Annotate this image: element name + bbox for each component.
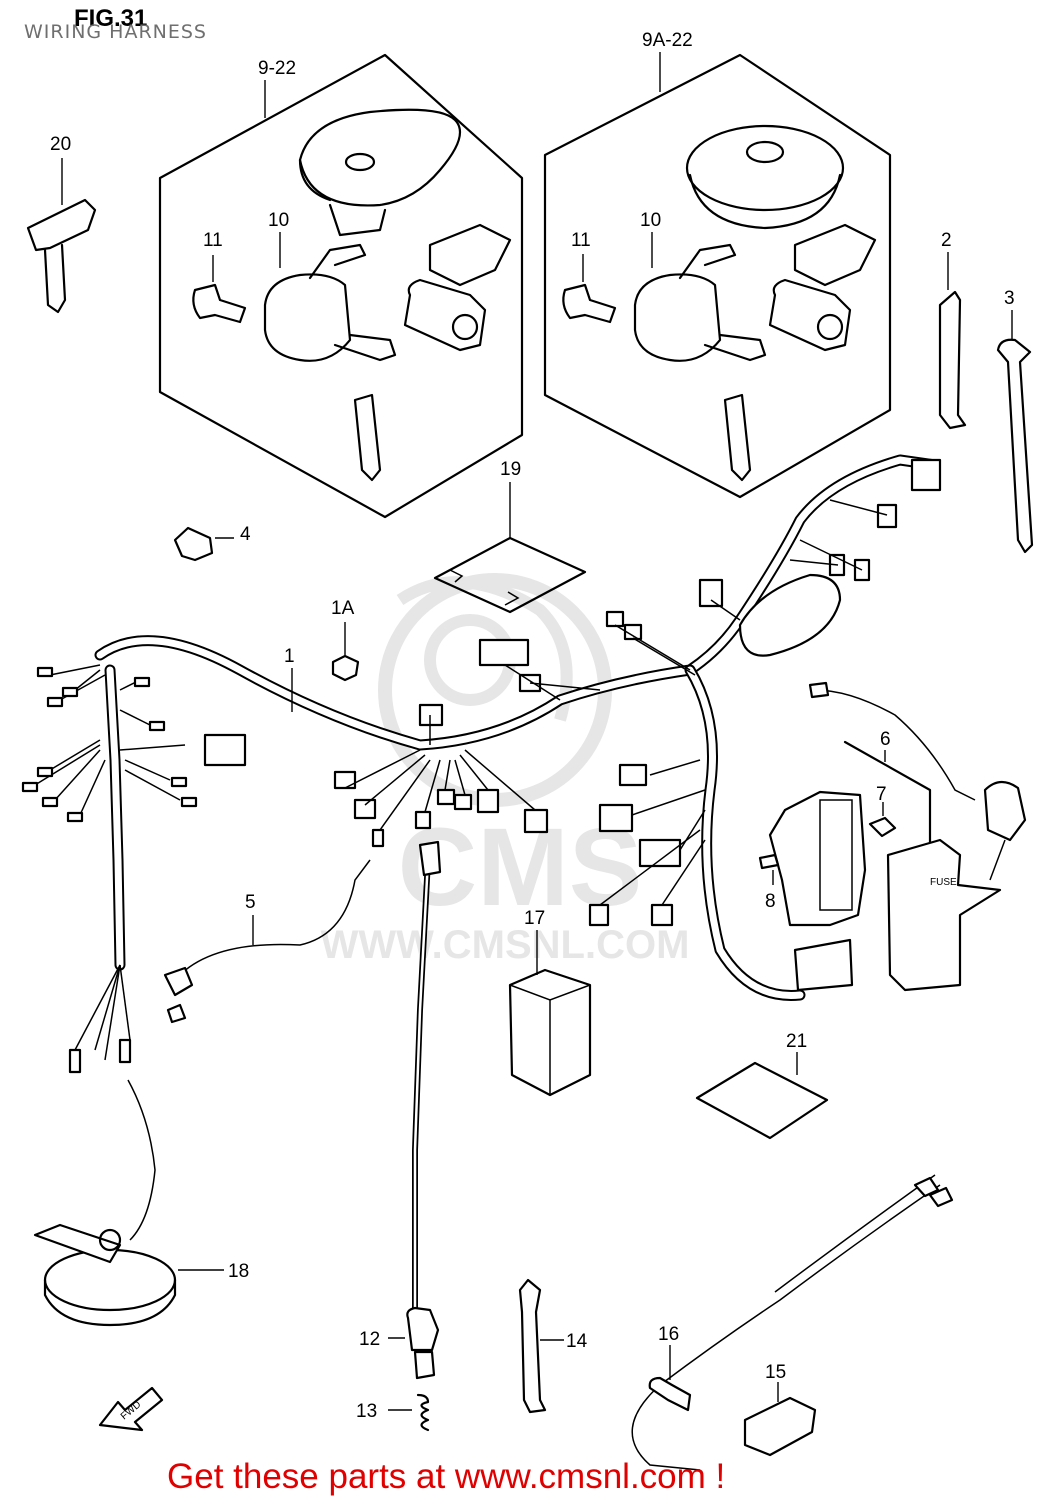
label-16: 16	[658, 1324, 679, 1345]
fuse-box-icon[interactable]: FUSE	[758, 681, 1027, 992]
seat-lock-icon	[768, 223, 877, 352]
label-20: 20	[50, 134, 71, 155]
cable-switch-icon[interactable]	[631, 1174, 954, 1471]
main-harness[interactable]	[21, 454, 942, 1074]
label-14: 14	[566, 1331, 588, 1352]
label-11-right: 11	[571, 230, 591, 251]
forward-arrow-icon: FWD	[98, 1386, 164, 1432]
label-15: 15	[765, 1362, 786, 1383]
label-21: 21	[786, 1031, 807, 1052]
lock-set-left[interactable]: 9-22 11 10	[158, 53, 524, 519]
clamp-icon[interactable]	[938, 252, 967, 430]
sheet-icon[interactable]	[695, 1052, 829, 1140]
relay-icon[interactable]	[508, 930, 592, 1097]
label-10-right: 10	[640, 210, 661, 231]
label-4: 4	[240, 524, 251, 545]
fuse-icon[interactable]	[331, 622, 360, 682]
footer-link[interactable]: Get these parts at www.cmsnl.com !	[167, 1457, 725, 1496]
lock-set-right[interactable]: 9A-22 11 10	[543, 30, 892, 499]
diagram-title: WIRING HARNESS	[24, 21, 207, 43]
bolt-icon	[192, 255, 247, 324]
cable-tie-icon[interactable]	[996, 310, 1034, 554]
label-17: 17	[524, 908, 545, 929]
label-10-left: 10	[268, 210, 289, 231]
label-1: 1	[284, 646, 295, 667]
sheet-icon[interactable]	[433, 482, 587, 614]
label-8: 8	[765, 891, 776, 912]
bracket-icon[interactable]	[518, 1278, 564, 1414]
label-11-left: 11	[203, 230, 223, 251]
ignition-switch-icon	[263, 232, 397, 482]
ignition-switch-icon	[633, 232, 767, 482]
watermark-url: WWW.CMSNL.COM	[321, 923, 690, 967]
bolt-icon	[562, 254, 617, 324]
key-icon[interactable]	[26, 158, 97, 314]
figure-number: FIG.31	[74, 5, 147, 32]
clip-icon[interactable]	[173, 526, 234, 562]
seat-lock-icon	[403, 223, 512, 352]
label-5: 5	[245, 892, 256, 913]
label-1a: 1A	[331, 598, 355, 619]
lock-set-right-label: 9A-22	[642, 30, 693, 51]
lock-set-left-label: 9-22	[258, 58, 296, 79]
switch-lead-icon[interactable]	[388, 840, 442, 1432]
fuel-cap-icon	[685, 124, 845, 230]
label-2: 2	[941, 230, 952, 251]
fuel-cap-icon	[298, 108, 462, 237]
label-6: 6	[880, 729, 891, 750]
label-3: 3	[1004, 288, 1015, 309]
label-13: 13	[356, 1401, 377, 1422]
label-7: 7	[876, 784, 887, 805]
horn-icon[interactable]	[33, 1079, 224, 1327]
label-18: 18	[228, 1261, 249, 1282]
label-19: 19	[500, 459, 521, 480]
lead-wire-icon[interactable]	[163, 859, 371, 1024]
fuse-box-text: FUSE	[930, 877, 957, 888]
label-12: 12	[359, 1329, 380, 1350]
